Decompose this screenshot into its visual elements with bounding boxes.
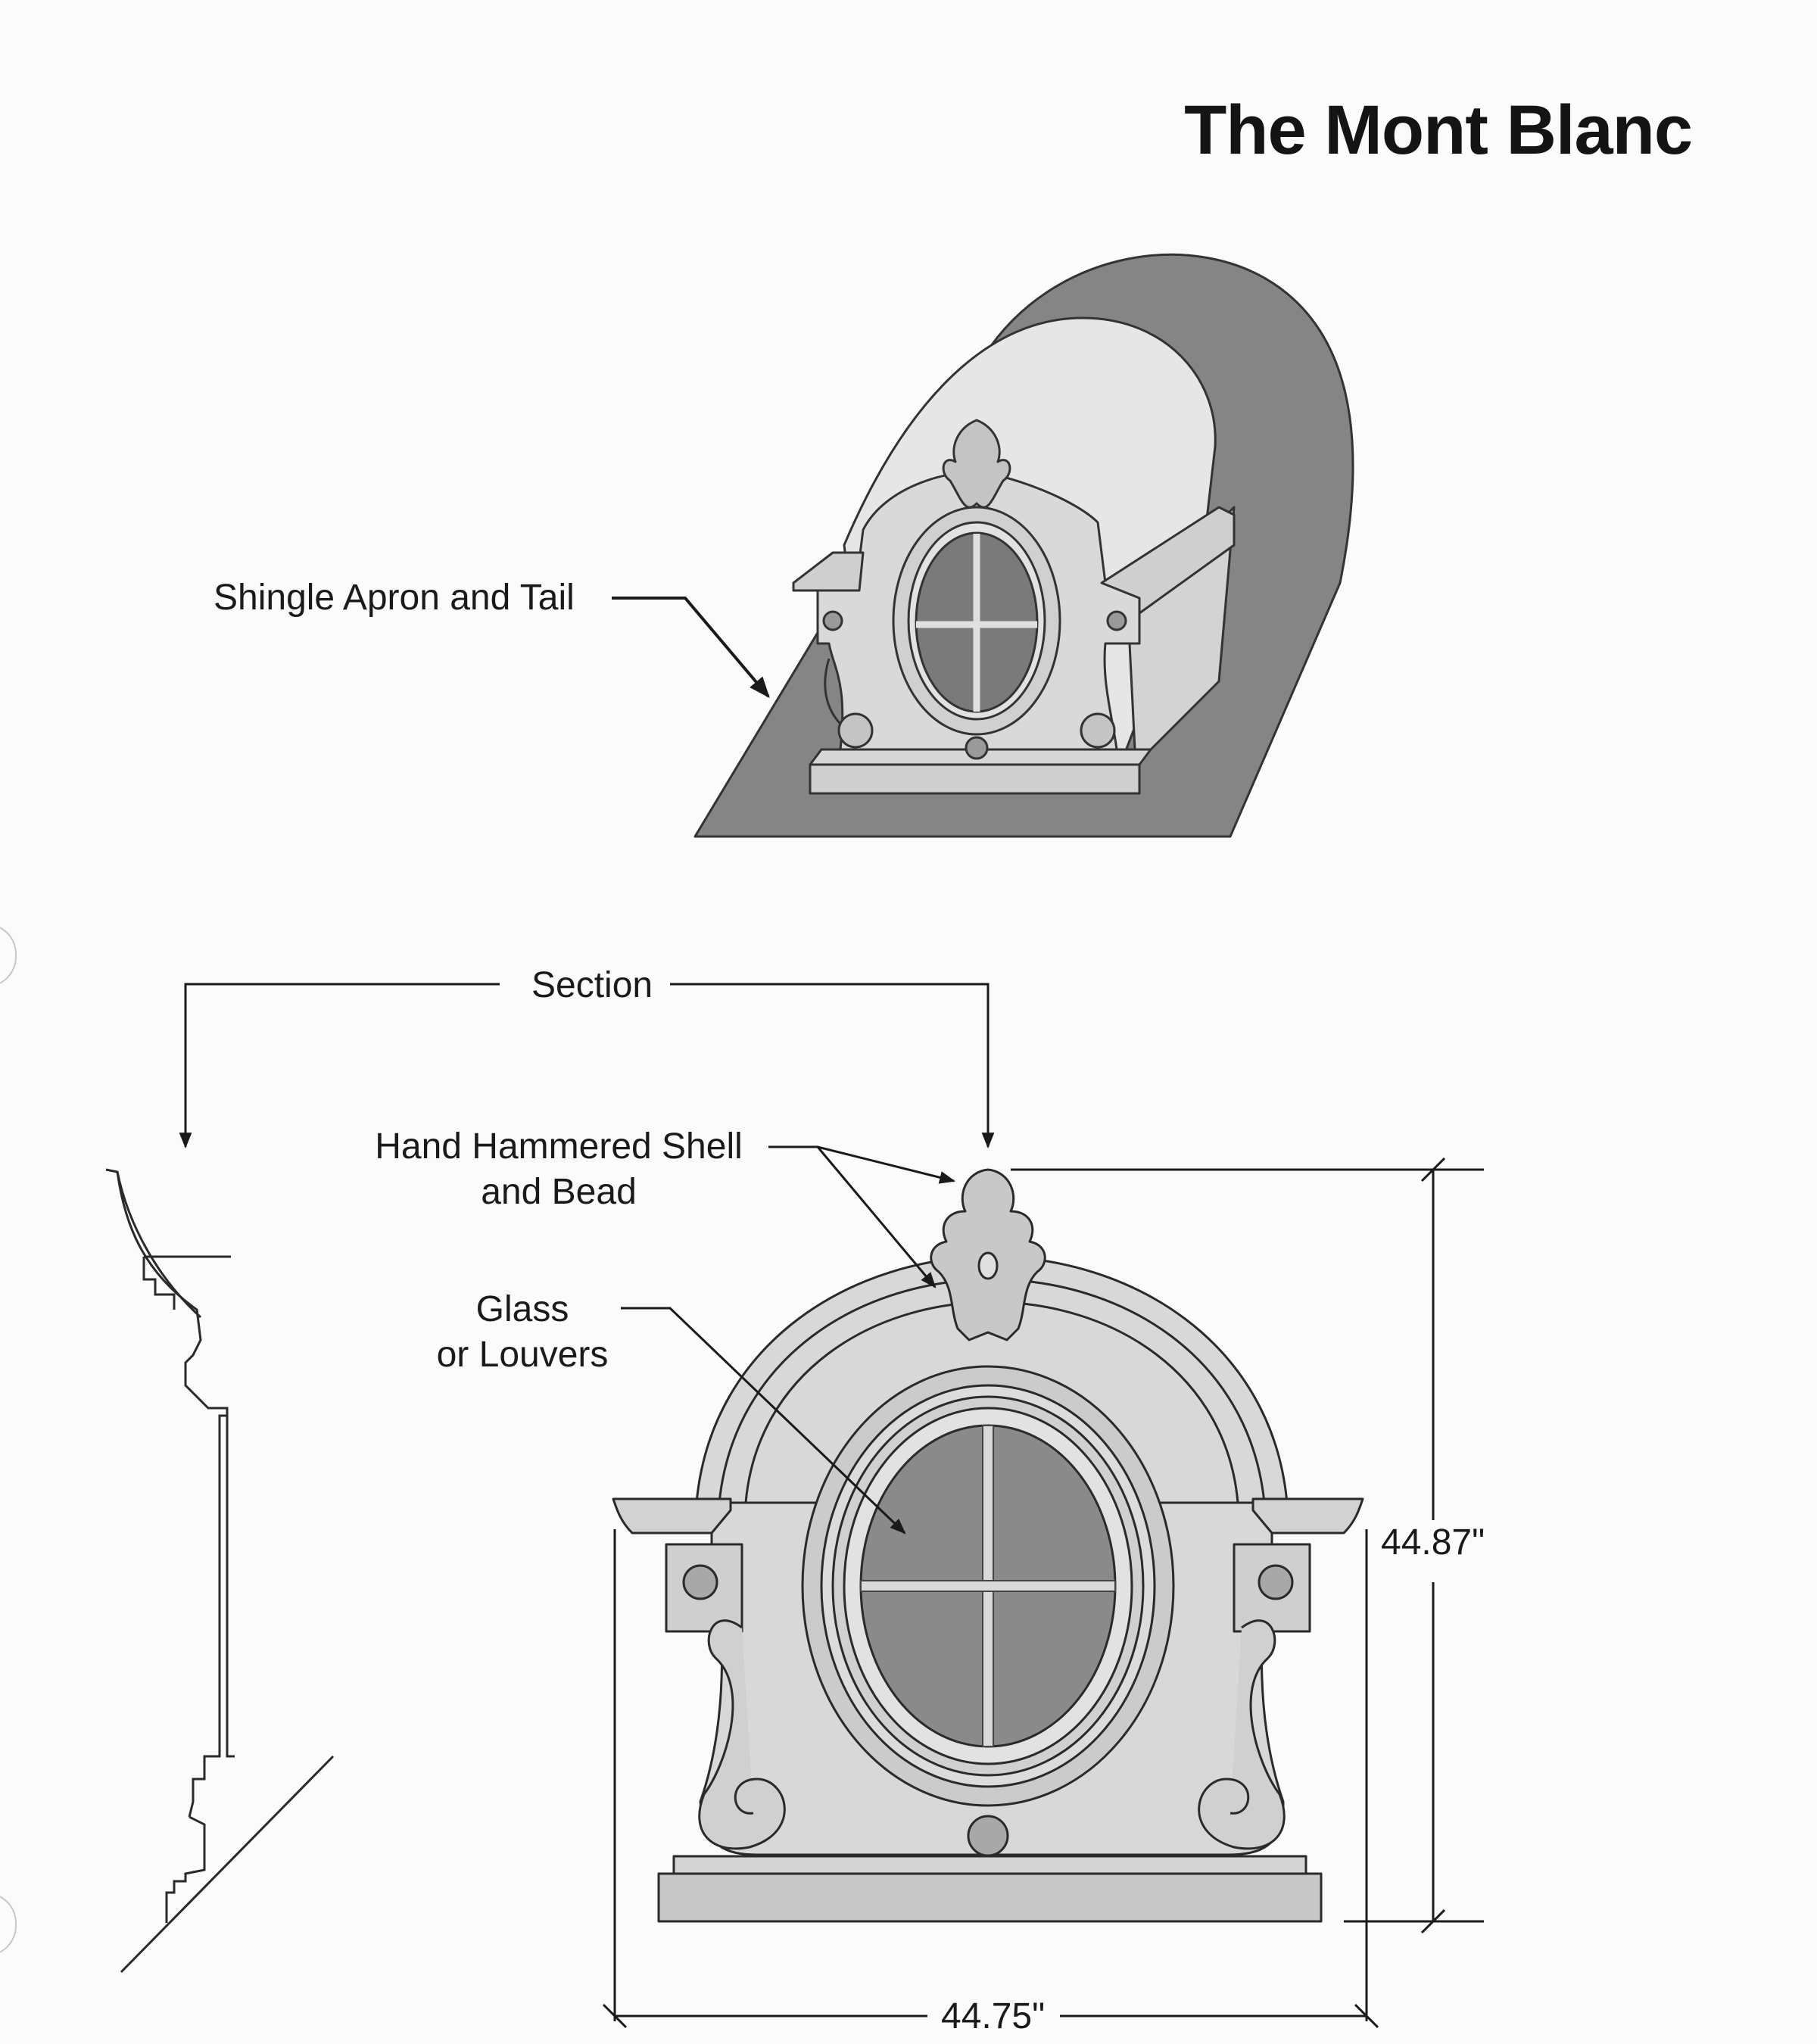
dormer-cornice-right: [1100, 506, 1236, 615]
label-width: 44.75": [935, 1994, 1052, 2039]
rosette-left: [682, 1564, 718, 1600]
section-line-left: [179, 983, 500, 1149]
section-line-right: [670, 983, 995, 1149]
label-height: 44.87": [1378, 1520, 1488, 1566]
shingle-leader: [612, 597, 770, 699]
dormer-elevation: [612, 1168, 1364, 1923]
rosette-right: [1258, 1564, 1294, 1600]
base-plinth: [657, 1872, 1323, 1923]
window-transom: [860, 1580, 1116, 1592]
shell-small: [942, 419, 1011, 509]
scroll-small-right: [1080, 712, 1116, 749]
rosette-small-bottom: [965, 736, 989, 760]
label-glass-line1: Glass: [475, 1289, 569, 1329]
shell-bead: [977, 1251, 999, 1280]
profile-roof-line: [120, 1755, 335, 1974]
label-glass: Glass or Louvers: [424, 1287, 621, 1378]
scroll-left: [698, 1619, 786, 1850]
dormer-sill: [809, 763, 1141, 795]
label-shell-line2: and Bead: [481, 1172, 637, 1212]
scroll-small-left: [837, 712, 874, 749]
label-shell: Hand Hammered Shell and Bead: [362, 1124, 756, 1215]
page-title: The Mont Blanc: [1184, 92, 1693, 169]
cornice-left: [612, 1497, 732, 1535]
shell-leader-2: [816, 1146, 937, 1288]
height-dimension: [1011, 1157, 1484, 1934]
rosette-small-right: [1106, 610, 1127, 631]
label-glass-line2: or Louvers: [436, 1335, 609, 1375]
dormer-perspective: [693, 253, 1354, 838]
cornice-right: [1251, 1497, 1364, 1535]
label-shell-line1: Hand Hammered Shell: [375, 1126, 743, 1167]
rosette-small-left: [822, 610, 843, 631]
label-section: Section: [524, 963, 661, 1008]
profile-section: [105, 1168, 335, 1974]
scroll-right: [1198, 1619, 1286, 1850]
label-shingle-apron: Shingle Apron and Tail: [213, 575, 575, 621]
shell-leader-1: [768, 1145, 956, 1184]
dormer-cornice-left: [792, 551, 865, 592]
width-dimension: [602, 1529, 1379, 2029]
rosette-bottom: [967, 1815, 1009, 1857]
